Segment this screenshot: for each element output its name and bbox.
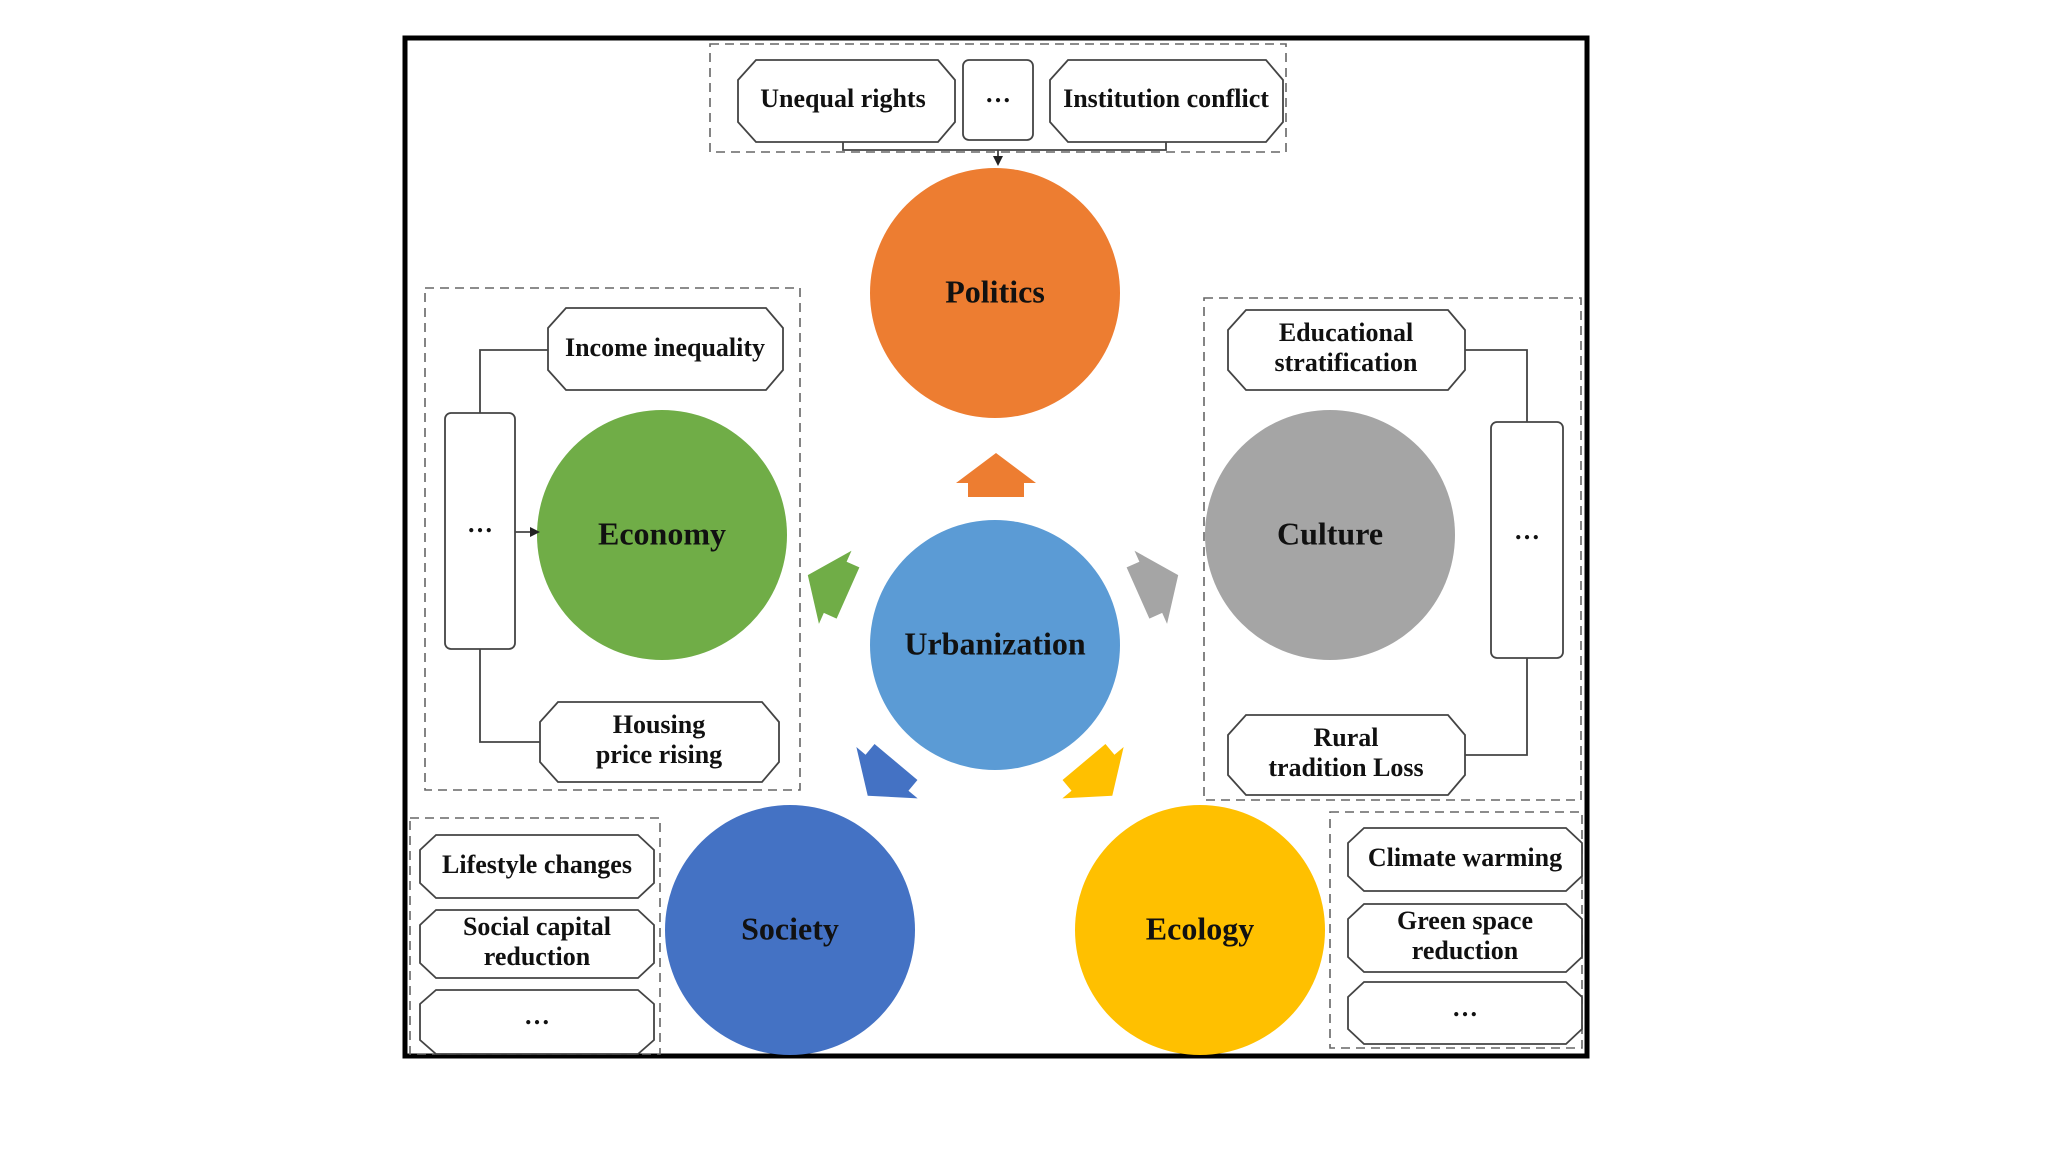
economy-factor-group [424,287,801,791]
politics-factor-box [1049,59,1284,143]
ecology-factor-box [1347,903,1583,973]
urbanization-circle [870,520,1120,770]
economy-factor-label: Income inequality [565,333,765,362]
society-factor-label: … [524,1001,550,1030]
society-factor-group [409,817,661,1055]
culture-factor-label: … [1514,516,1540,545]
society-factor-label: Lifestyle changes [442,850,632,879]
politics-factor-label: … [985,79,1011,108]
society-factor-box [419,989,655,1055]
society-factor-box [419,909,655,979]
culture-factor-group [1203,297,1582,801]
arrow-to-culture [1126,550,1179,624]
economy-circle [537,410,787,660]
economy-factor-label: … [467,509,493,538]
society-factor-box [419,834,655,899]
ecology-factor-box [1347,827,1583,892]
economy-factor-box [547,307,784,391]
ecology-label: Ecology [1146,910,1254,946]
arrow-to-ecology [1062,744,1124,799]
ecology-circle [1075,805,1325,1055]
culture-label: Culture [1277,515,1383,551]
politics-factor-group [709,43,1287,153]
society-label: Society [741,910,839,946]
arrow-to-economy [807,550,860,624]
politics-factor-label: Unequal rights [760,84,925,113]
arrow-to-politics [956,453,1036,497]
ecology-factor-group [1329,811,1583,1049]
ecology-factor-label: Climate warming [1368,843,1562,872]
economy-factor-box [539,701,780,783]
economy-label: Economy [598,515,726,551]
society-circle [665,805,915,1055]
politics-label: Politics [945,273,1045,309]
culture-circle [1205,410,1455,660]
politics-circle [870,168,1120,418]
politics-factor-label: Institution conflict [1063,84,1269,113]
ecology-factor-box [1347,981,1583,1045]
ecology-factor-label: … [1452,993,1478,1022]
politics-factor-box [737,59,956,143]
urbanization-label: Urbanization [904,625,1086,661]
politics-factor-box [962,59,1034,141]
arrow-to-society [856,744,918,799]
